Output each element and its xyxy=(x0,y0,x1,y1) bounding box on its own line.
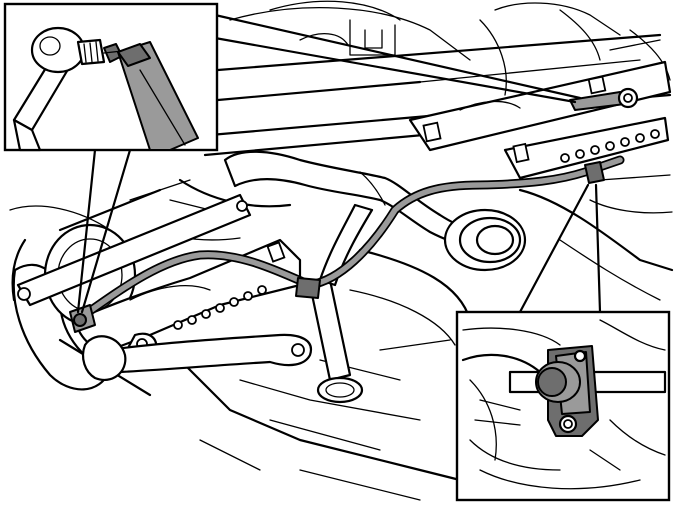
detail-box-ball-joint xyxy=(3,2,219,152)
body-structure xyxy=(159,0,674,501)
callout-leaders xyxy=(76,13,602,314)
detail-box-bushing xyxy=(455,310,671,502)
stabilizer-bar xyxy=(69,87,639,333)
upper-arm xyxy=(503,116,670,180)
shock-absorber xyxy=(308,203,374,404)
lower-link xyxy=(81,333,313,381)
trailing-arm xyxy=(16,193,252,307)
exhaust-pipe xyxy=(223,150,527,272)
